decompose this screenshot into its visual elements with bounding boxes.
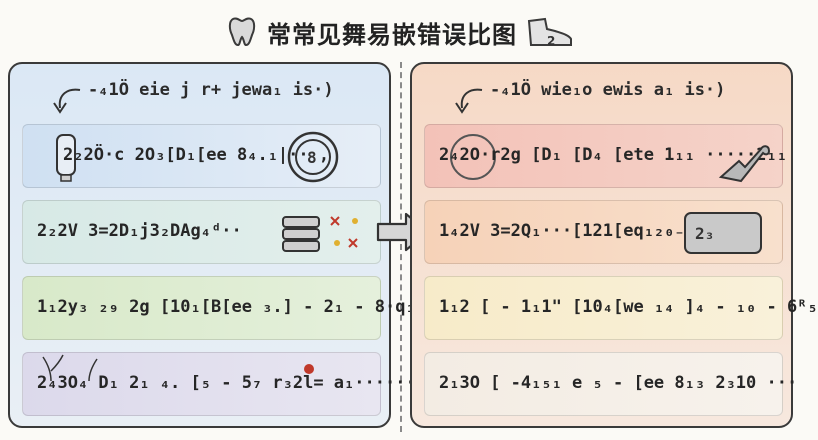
jar-icon [56,134,76,182]
curved-arrow-icon [53,88,81,114]
right-header-text: -₄1Ö wie₁o ewis a₁ is·) [490,80,726,100]
left-row-4: 2₄3O₄ D₁ 2₁ ₄. [₅ - 5₇ r₃2l= a₁······ [22,352,416,416]
center-divider [400,62,402,432]
sparkle-icon [330,216,358,248]
boot-tag: 2 [547,34,555,48]
right-row-2-text: 1₄2V 3=2Q₁···[121[eq₁₂₀₋₈ [439,221,695,241]
right-panel: -₄1Ö wie₁o ewis a₁ is·) 2₄2O·r2g [D₁ [D₄… [410,62,818,428]
boot-doodle-icon: 2 [527,17,572,48]
tooth-doodle-icon [228,17,256,47]
left-row-1-text: 2₂2Ö·c 2O₃[D₁[ee 8₄.₁|·· , [63,145,330,165]
left-panel: -₄1Ö eie j r+ jewa₁ is·) 2₂2Ö·c 2O₃[D₁[e… [8,62,416,428]
left-row-3-text: 1₁2y₃ ₂₉ 2g [10₁[B[ee ₃.] - 2₁ - 8·q₁ [37,297,416,317]
left-row-2: 2₂2V 3=2D₁j3₂DAg₄ᵈ·· [22,200,381,264]
right-row-4-text: 2₁3O [ -4₁₅₁ e ₅ - [ee 8₁₃ 2₃10 ··· [439,373,798,393]
left-row-1: 2₂2Ö·c 2O₃[D₁[ee 8₄.₁|·· , 8 [22,124,381,188]
left-panel-header: -₄1Ö eie j r+ jewa₁ is·) [10,74,389,114]
curved-arrow-icon [455,88,483,114]
right-panel-header: -₄1Ö wie₁o ewis a₁ is·) [412,74,791,114]
circle-outline-icon [450,134,496,180]
title-bar: 常常见舞易嵌错误比图 2 [0,10,800,54]
left-header-text: -₄1Ö eie j r+ jewa₁ is·) [88,80,334,100]
right-row-3-text: 1₁2 [ - 1₁1" [10₄[we ₁₄ ]₄ - ₁₀ - 6ᴿ₅ [439,297,818,317]
red-dot-icon [304,364,314,374]
stack-icon [282,216,320,252]
left-row-2-text: 2₂2V 3=2D₁j3₂DAg₄ᵈ·· [37,221,242,241]
svg-text:2₃: 2₃ [695,224,714,243]
left-row-4-text: 2₄3O₄ D₁ 2₁ ₄. [₅ - 5₇ r₃2l= a₁······ [37,373,416,393]
right-row-1: 2₄2O·r2g [D₁ [D₄ [ete 1₁₁ ·····2₁₁ [424,124,787,188]
right-row-3: 1₁2 [ - 1₁1" [10₄[we ₁₄ ]₄ - ₁₀ - 6ᴿ₅ [424,276,818,340]
circle-target-icon: 8 [287,131,339,183]
right-row-2: 1₄2V 3=2Q₁···[121[eq₁₂₀₋₈ 2₃ [424,200,783,264]
svg-text:8: 8 [307,148,317,167]
box-icon: 2₃ [684,212,762,254]
right-row-1-text: 2₄2O·r2g [D₁ [D₄ [ete 1₁₁ ·····2₁₁ [439,145,787,165]
left-row-3: 1₁2y₃ ₂₉ 2g [10₁[B[ee ₃.] - 2₁ - 8·q₁ [22,276,416,340]
branch-icon [42,354,98,382]
right-row-4: 2₁3O [ -4₁₅₁ e ₅ - [ee 8₁₃ 2₃10 ··· [424,352,797,416]
page-title: 常常见舞易嵌错误比图 [267,20,517,49]
wrench-icon [718,145,771,183]
